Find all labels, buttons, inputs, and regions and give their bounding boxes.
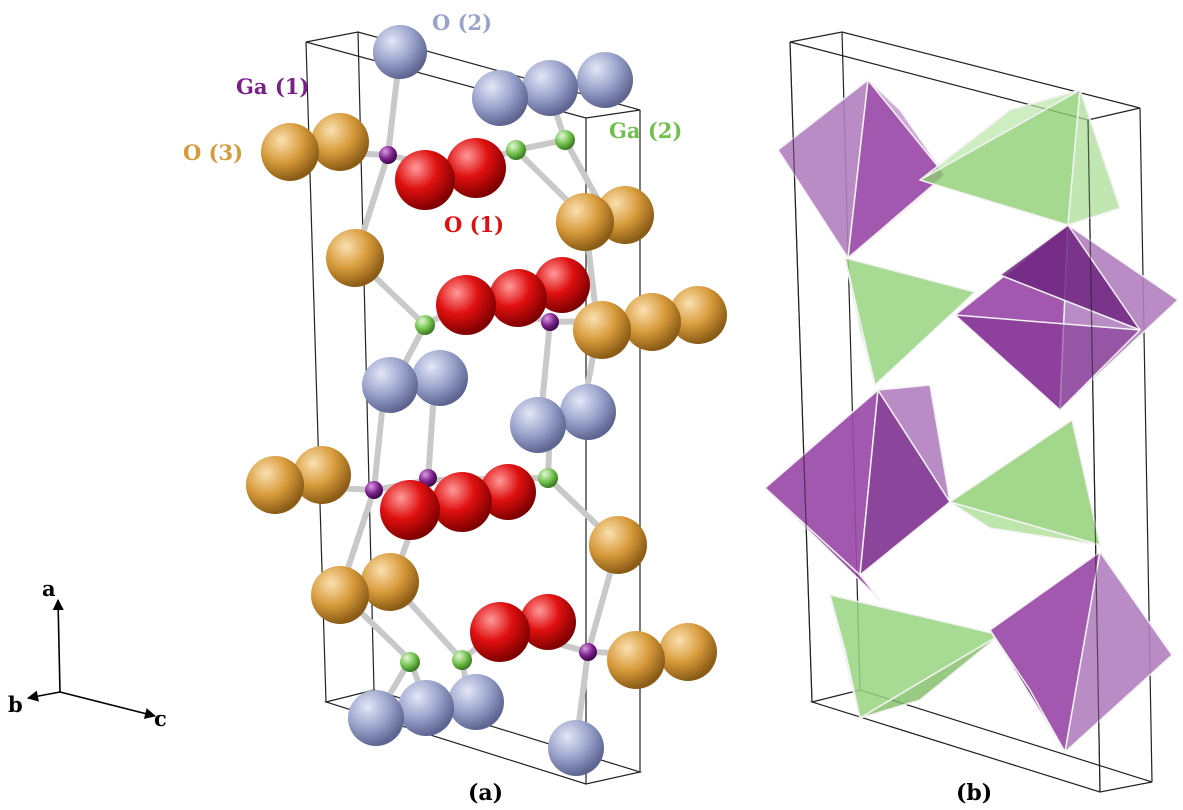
o3-atom <box>669 286 727 344</box>
axis-label-b: b <box>8 692 23 717</box>
ga2-atom <box>538 468 558 488</box>
o2-atom <box>510 397 566 453</box>
unit-cell-box-front <box>789 41 1101 793</box>
o2-atom <box>560 384 616 440</box>
label-o2: O (2) <box>432 10 492 35</box>
tetrahedron <box>949 419 1101 546</box>
polyhedra-panel <box>764 31 1179 793</box>
ga1-atom <box>379 146 397 164</box>
o2-atom <box>412 350 468 406</box>
o3-atom <box>311 113 369 171</box>
o3-atom <box>261 123 319 181</box>
o3-atom <box>311 566 369 624</box>
octahedron <box>764 384 951 601</box>
o3-atom <box>607 631 665 689</box>
o2-atom <box>472 70 528 126</box>
o2-atom <box>522 60 578 116</box>
o3-atom <box>293 446 351 504</box>
caption-a: (a) <box>468 780 503 806</box>
o3-atom <box>589 516 647 574</box>
ga2-atom <box>400 652 420 672</box>
octahedron <box>777 79 946 259</box>
o1-atom <box>446 138 506 198</box>
o1-atom <box>432 472 492 532</box>
o2-atom <box>577 52 633 108</box>
label-o1: O (1) <box>444 212 504 237</box>
ga1-atom <box>365 481 383 499</box>
label-ga1: Ga (1) <box>236 74 309 99</box>
ga1-atom <box>579 643 597 661</box>
octahedron <box>989 551 1173 753</box>
ga2-atom <box>555 130 575 150</box>
o2-atom <box>362 357 418 413</box>
o1-atom <box>520 594 576 650</box>
polyhedra <box>764 79 1179 753</box>
o1-atom <box>480 464 536 520</box>
ball-and-stick-panel: O (2) Ga (1) O (3) O (1) Ga (2) <box>183 10 727 785</box>
tetrahedron <box>844 257 976 386</box>
tetrahedron <box>919 89 1121 226</box>
o3-atom <box>361 553 419 611</box>
atoms <box>246 25 727 776</box>
o3-atom <box>246 456 304 514</box>
ga2-atom <box>452 650 472 670</box>
label-o3: O (3) <box>183 140 243 165</box>
axes-indicator <box>26 598 157 719</box>
o1-atom <box>470 602 530 662</box>
o1-atom <box>489 269 547 327</box>
tetrahedron <box>829 594 1001 719</box>
o1-atom <box>380 480 440 540</box>
o2-atom <box>548 720 604 776</box>
o2-atom <box>348 690 404 746</box>
ga2-atom <box>415 315 435 335</box>
ga2-atom <box>506 140 526 160</box>
o1-atom <box>395 150 455 210</box>
ga1-atom <box>419 469 437 487</box>
o1-atom <box>436 275 496 335</box>
label-ga2: Ga (2) <box>609 118 682 143</box>
o3-atom <box>326 229 384 287</box>
o2-atom <box>373 25 427 79</box>
o1-atom <box>534 257 590 313</box>
caption-b: (b) <box>956 780 992 806</box>
o3-atom <box>659 623 717 681</box>
ga1-atom <box>541 313 559 331</box>
o3-atom <box>573 301 631 359</box>
o3-atom <box>556 193 614 251</box>
axis-label-a: a <box>42 576 56 601</box>
o3-atom <box>623 293 681 351</box>
octahedron <box>954 224 1179 411</box>
axis-label-c: c <box>154 706 167 731</box>
o2-atom <box>448 674 504 730</box>
o2-atom <box>398 680 454 736</box>
